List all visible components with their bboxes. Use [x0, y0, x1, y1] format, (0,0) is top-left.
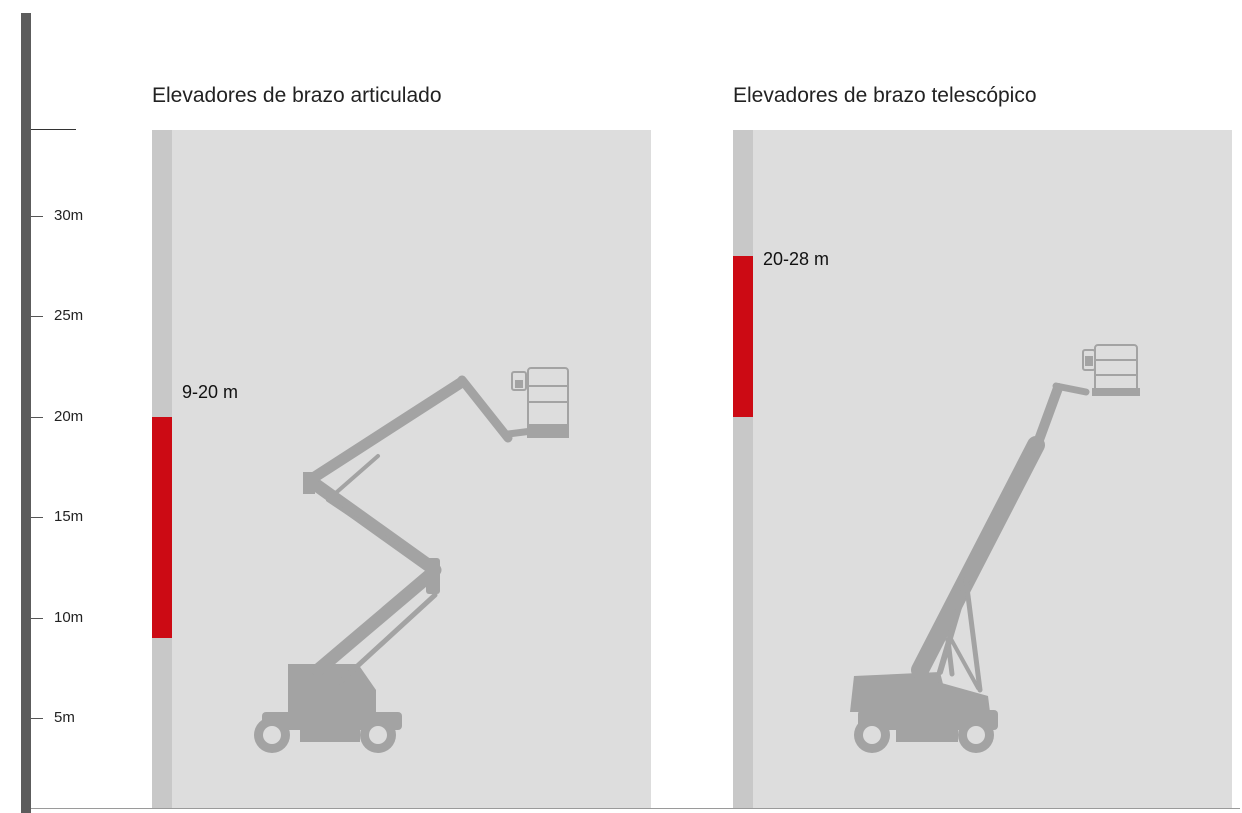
height-range-label-articulado: 9-20 m: [182, 382, 239, 402]
tick-20: [31, 417, 43, 418]
height-range-bar-telescopico: [733, 256, 753, 417]
panel-title-telescopico: Elevadores de brazo telescópico: [733, 84, 1037, 107]
ground-baseline: [31, 808, 1240, 809]
tick-25: [31, 316, 43, 317]
articulated-boom-lift-icon: [254, 367, 569, 753]
height-range-bar-articulado: [152, 417, 172, 638]
panel-title-articulado: Elevadores de brazo articulado: [152, 84, 442, 107]
tick-5: [31, 718, 43, 719]
tick-label-10: 10m: [54, 609, 84, 626]
axis-top-marker: [31, 129, 76, 130]
tick-15: [31, 517, 43, 518]
tick-label-30: 30m: [54, 207, 84, 224]
height-axis: [21, 13, 31, 813]
height-range-label-telescopico: 20-28 m: [763, 249, 830, 269]
height-strip-telescopico: [733, 130, 753, 808]
tick-label-5: 5m: [54, 709, 75, 726]
tick-30: [31, 216, 43, 217]
tick-10: [31, 618, 43, 619]
tick-label-15: 15m: [54, 508, 84, 525]
telescopic-boom-lift-icon: [850, 344, 1140, 753]
tick-label-20: 20m: [54, 408, 84, 425]
tick-label-25: 25m: [54, 307, 84, 324]
panel-articulado: [152, 130, 651, 808]
